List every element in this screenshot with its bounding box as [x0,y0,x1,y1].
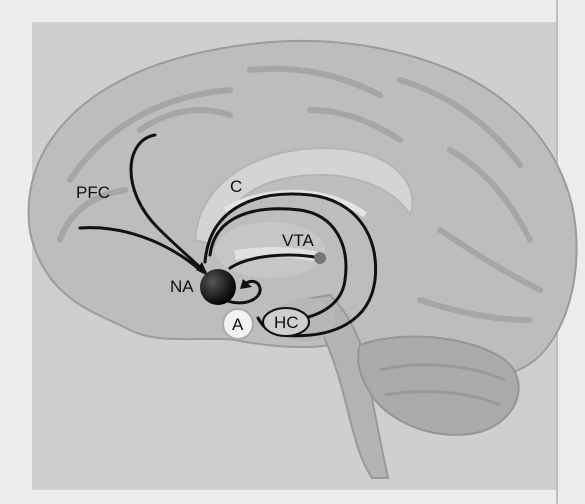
na-node [200,269,236,305]
vta-node [314,252,326,264]
label-pfc: PFC [76,183,110,202]
label-na: NA [170,277,194,296]
label-a: A [232,315,244,334]
label-hc: HC [274,313,299,332]
label-vta: VTA [282,231,314,250]
label-c: C [230,177,242,196]
